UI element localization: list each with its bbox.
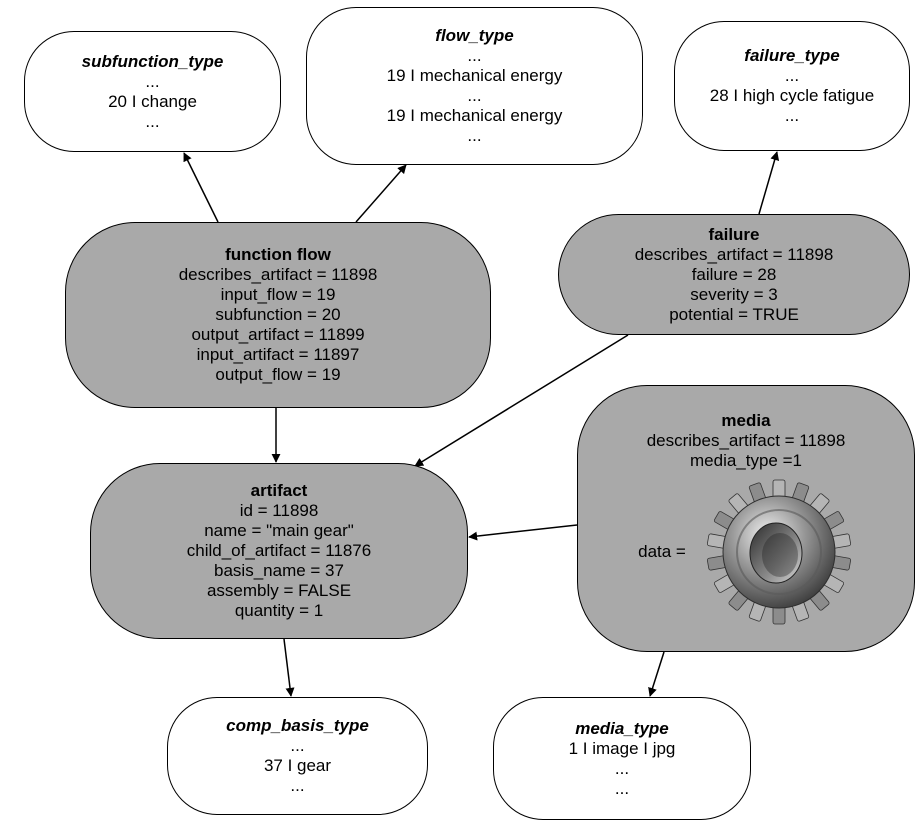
comp-basis-type-node[interactable]: comp_basis_type ... 37 I gear ... bbox=[167, 697, 428, 815]
node-line: basis_name = 37 bbox=[214, 561, 344, 580]
node-line: 20 I change bbox=[108, 91, 197, 111]
function-flow-node[interactable]: function flow describes_artifact = 11898… bbox=[65, 222, 491, 408]
node-line: ... bbox=[145, 111, 160, 131]
node-line: output_artifact = 11899 bbox=[191, 325, 365, 344]
edge-media-to-media-type bbox=[648, 651, 665, 697]
node-title: flow_type bbox=[435, 26, 514, 45]
node-line: ... bbox=[145, 71, 160, 91]
node-line: id = 11898 bbox=[239, 501, 319, 520]
node-line: severity = 3 bbox=[690, 284, 778, 304]
node-line: ... bbox=[467, 86, 482, 105]
node-line: ... bbox=[614, 778, 630, 798]
node-line: describes_artifact = 11898 bbox=[178, 265, 378, 284]
node-line: child_of_artifact = 11876 bbox=[186, 541, 372, 560]
node-line: ... bbox=[290, 736, 305, 755]
node-line: assembly = FALSE bbox=[206, 581, 352, 600]
edge-function-flow-to-flow-type bbox=[355, 164, 407, 223]
node-line: output_flow = 19 bbox=[215, 365, 341, 384]
node-line: 19 I mechanical energy bbox=[386, 66, 563, 85]
node-line: 37 I gear bbox=[263, 756, 332, 775]
node-line: name = "main gear" bbox=[204, 521, 354, 540]
node-line: 28 I high cycle fatigue bbox=[709, 86, 875, 105]
media-data-label: data = bbox=[638, 541, 686, 561]
node-line: ... bbox=[784, 66, 800, 85]
node-line: quantity = 1 bbox=[234, 601, 324, 620]
edge-failure-to-failure-type bbox=[758, 151, 780, 215]
node-title: function flow bbox=[225, 245, 331, 264]
node-line: input_flow = 19 bbox=[220, 285, 336, 304]
node-line: ... bbox=[614, 758, 630, 778]
node-line: ... bbox=[784, 106, 800, 125]
media-data-row: data = bbox=[638, 477, 854, 627]
node-title: subfunction_type bbox=[81, 51, 224, 71]
node-line: ... bbox=[467, 126, 482, 145]
node-title: failure bbox=[708, 224, 760, 244]
node-line: input_artifact = 11897 bbox=[196, 345, 360, 364]
failure-node[interactable]: failure describes_artifact = 11898 failu… bbox=[558, 214, 910, 335]
node-line: ... bbox=[290, 776, 305, 795]
subfunction-type-node[interactable]: subfunction_type ... 20 I change ... bbox=[24, 31, 281, 152]
media-type-node[interactable]: media_type 1 I image I jpg ... ... bbox=[493, 697, 751, 820]
node-line: describes_artifact = 11898 bbox=[634, 244, 834, 264]
edge-failure-to-artifact bbox=[414, 334, 629, 467]
gear-image bbox=[706, 479, 851, 624]
edge-media-to-artifact bbox=[468, 524, 578, 541]
artifact-node[interactable]: artifact id = 11898 name = "main gear" c… bbox=[90, 463, 468, 639]
node-line: subfunction = 20 bbox=[215, 305, 341, 324]
node-line: potential = TRUE bbox=[669, 304, 799, 324]
node-line: 19 I mechanical energy bbox=[386, 106, 563, 125]
node-title: media bbox=[721, 410, 771, 430]
node-line: 1 I image I jpg bbox=[568, 738, 676, 758]
media-node[interactable]: media describes_artifact = 11898 media_t… bbox=[577, 385, 915, 652]
node-line: describes_artifact = 11898 bbox=[646, 430, 846, 450]
node-line: media_type =1 bbox=[690, 450, 802, 470]
edge-artifact-to-comp-basis-type bbox=[283, 638, 295, 697]
node-title: comp_basis_type bbox=[226, 716, 369, 735]
node-title: artifact bbox=[250, 481, 308, 500]
node-line: ... bbox=[467, 46, 482, 65]
node-title: failure_type bbox=[744, 46, 840, 65]
failure-type-node[interactable]: failure_type ... 28 I high cycle fatigue… bbox=[674, 21, 910, 151]
flow-type-node[interactable]: flow_type ... 19 I mechanical energy ...… bbox=[306, 7, 643, 165]
edge-function-flow-to-subfunction-type bbox=[183, 152, 219, 223]
node-title: media_type bbox=[575, 718, 669, 738]
node-line: failure = 28 bbox=[691, 264, 777, 284]
